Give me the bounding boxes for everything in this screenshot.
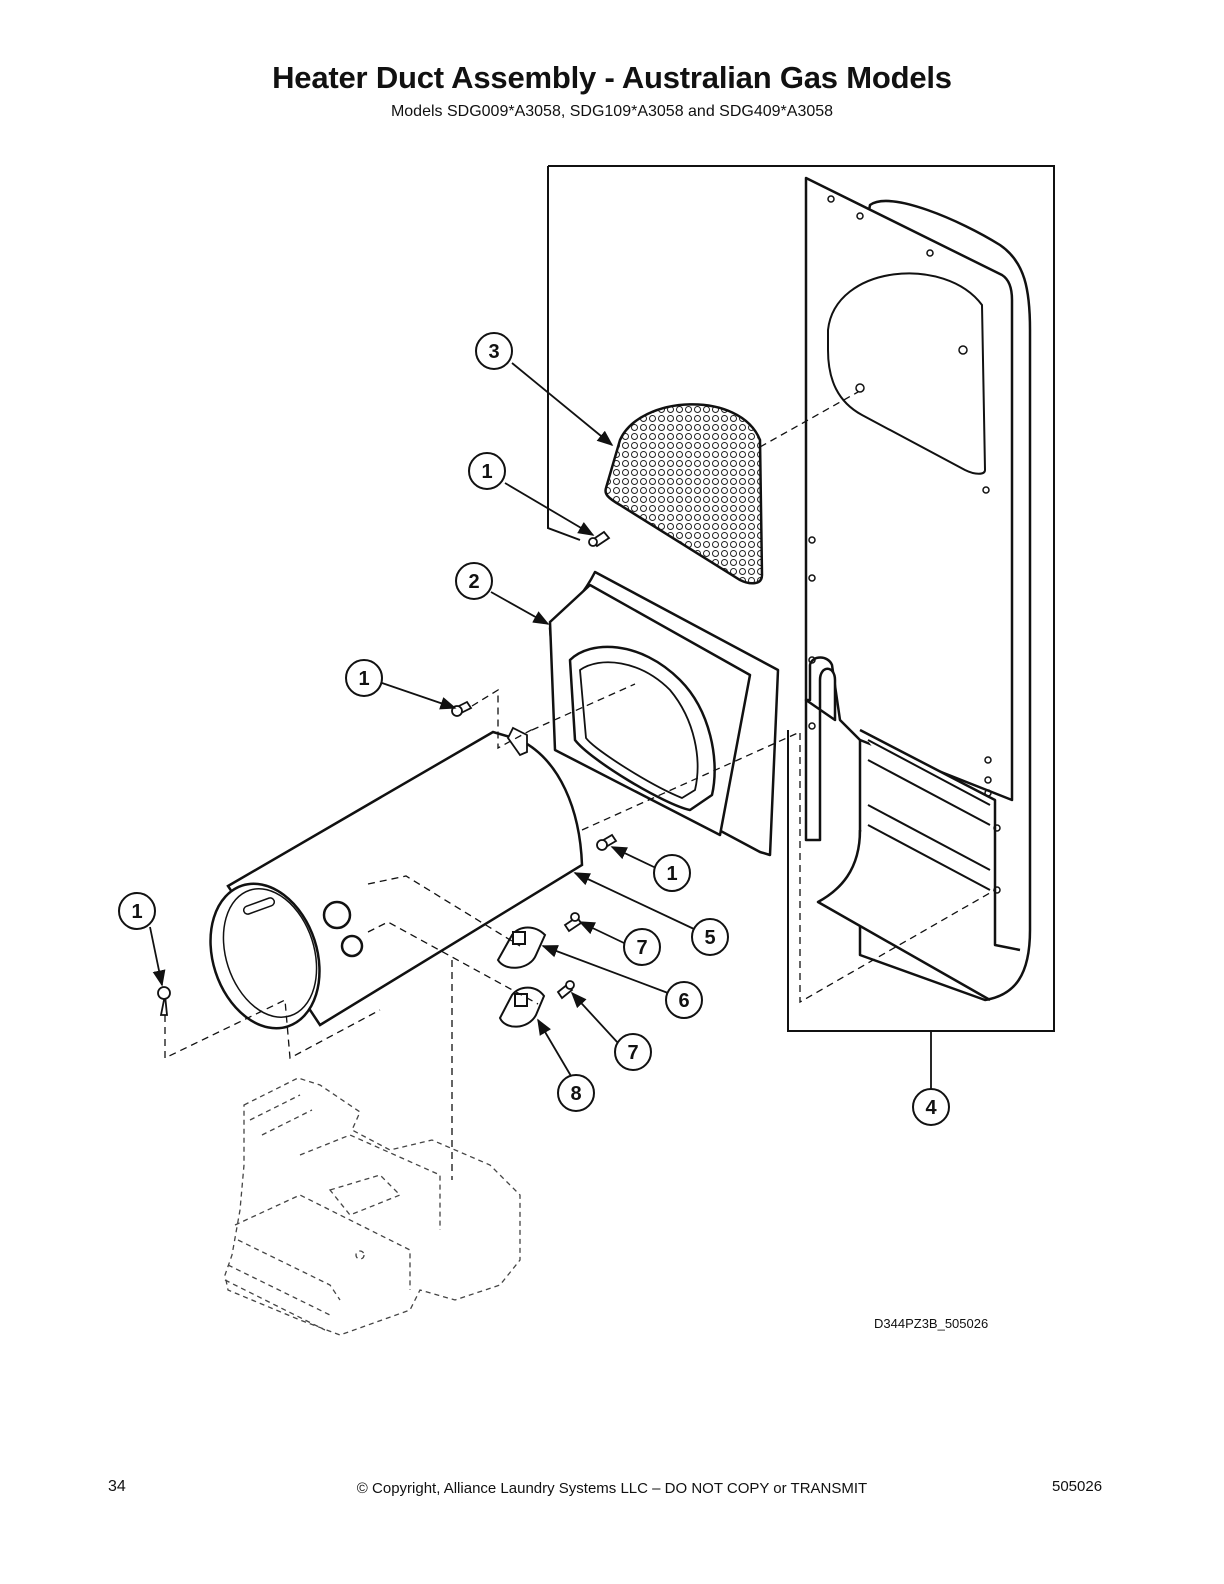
duct-collar	[548, 570, 780, 857]
svg-text:1: 1	[481, 461, 492, 483]
svg-text:1: 1	[358, 668, 369, 690]
svg-text:7: 7	[636, 937, 647, 959]
callout-7: 7	[614, 1033, 652, 1071]
thermostat-high-limit	[496, 926, 547, 969]
assembly-frame	[547, 165, 1055, 1032]
callout-7: 7	[623, 928, 661, 966]
svg-text:7: 7	[627, 1042, 638, 1064]
svg-text:3: 3	[488, 341, 499, 363]
callout-8: 8	[557, 1074, 595, 1112]
callout-1: 1	[345, 659, 383, 697]
callout-1: 1	[653, 854, 691, 892]
page-title: Heater Duct Assembly - Australian Gas Mo…	[272, 60, 952, 95]
callout-3: 3	[475, 332, 513, 370]
callout-5: 5	[691, 918, 729, 956]
leader-lines	[149, 362, 932, 1089]
svg-text:8: 8	[570, 1083, 581, 1105]
burner-housing-phantom	[224, 1077, 521, 1336]
svg-text:4: 4	[925, 1097, 937, 1119]
callout-1: 1	[468, 452, 506, 490]
screws	[157, 530, 618, 1016]
panel-holes	[808, 195, 1001, 894]
svg-text:5: 5	[704, 927, 715, 949]
rear-duct-panel	[804, 176, 1032, 1002]
page-number: 34	[108, 1478, 126, 1495]
callout-2: 2	[455, 562, 493, 600]
svg-text:2: 2	[468, 571, 479, 593]
svg-text:6: 6	[678, 990, 689, 1012]
svg-text:1: 1	[666, 863, 677, 885]
svg-text:1: 1	[131, 901, 142, 923]
thermostat-cycling	[498, 986, 546, 1028]
assembly-guide-lines	[164, 391, 996, 1180]
callout-6: 6	[665, 981, 703, 1019]
heater-duct-tube	[209, 726, 584, 1030]
callout-1: 1	[118, 892, 156, 930]
copyright-notice: © Copyright, Alliance Laundry Systems LL…	[356, 1480, 868, 1497]
drawing-code: D344PZ3B_505026	[874, 1316, 989, 1331]
callout-4: 4	[912, 1088, 950, 1126]
lint-screen	[604, 403, 764, 585]
document-number: 505026	[1052, 1478, 1103, 1495]
page-subtitle: Models SDG009*A3058, SDG109*A3058 and SD…	[390, 103, 834, 120]
